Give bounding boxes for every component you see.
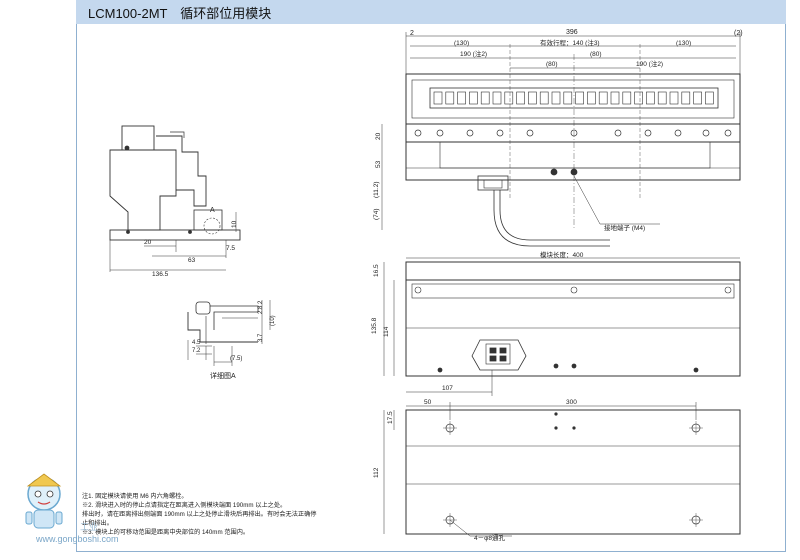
mount-hole <box>724 129 732 137</box>
dim-2-left: 2 <box>410 30 414 37</box>
chain-link <box>457 91 466 105</box>
detail-dim-2: 2 <box>258 300 264 304</box>
note-item: ※3. 模块上的可移动范围是距离中央部位的 140mm 范围内。 <box>82 529 250 536</box>
mount-hole <box>644 129 652 137</box>
dim-50: 50 <box>424 399 432 406</box>
mount-hole <box>674 129 682 137</box>
dim-side-20: 20 <box>144 239 152 246</box>
dim-11-2: (11.2) <box>373 182 380 199</box>
note-item: 止和排出。 <box>82 520 113 527</box>
detail-dim-2-8: 2.8 <box>258 305 264 314</box>
mount-hole <box>702 129 710 137</box>
chain-link <box>598 91 608 105</box>
dim-190-left: 190 (注2) <box>460 49 487 58</box>
chain-link <box>669 91 679 105</box>
dim-80-left: (80) <box>546 61 558 68</box>
note-item: ※2. 滑块进入时的停止点请指定在距离进入侧模块端面 190mm 以上之处。 <box>82 502 287 509</box>
mount-hole <box>414 129 422 137</box>
chain-link <box>575 91 584 105</box>
chain-link <box>705 91 714 105</box>
chain-link <box>563 91 573 105</box>
note-item: 排出时，请在距离排出侧端面 190mm 以上之处停止滑块后再排出。有时会无法正确… <box>82 511 317 518</box>
chain-link <box>657 91 667 105</box>
chain-link <box>445 91 455 105</box>
dim-side-10: 10 <box>231 220 238 228</box>
module-length-label: 模块长度：400 <box>540 250 584 259</box>
chain-link <box>480 91 490 105</box>
dim-300: 300 <box>566 399 577 406</box>
chain-link <box>539 91 549 105</box>
dim-130-left: (130) <box>454 40 469 47</box>
dim-130-right: (130) <box>676 40 691 47</box>
front-view: 2 396 (2) (130) 有效行程：140 (注3) (130) 190 … <box>373 29 743 247</box>
watermark-brand: 工业 <box>80 522 99 532</box>
dim-190-right: 190 (注2) <box>636 59 663 68</box>
dim-112: 112 <box>373 467 380 478</box>
dim-114: 114 <box>383 326 390 337</box>
mount-hole <box>496 129 504 137</box>
dim-side-136-5: 136.5 <box>152 271 169 278</box>
holes-label: 4－φ8通孔 <box>474 533 505 542</box>
dim-74: (74) <box>373 208 380 220</box>
chain-link <box>634 91 643 105</box>
plan-view: 模块长度：400 16.5 135.8 114 107 <box>371 250 741 396</box>
detail-a-view: 4.5 7.2 (7.5) 2 2.8 (10) 3.7 详细图A <box>187 300 276 380</box>
dim-16-5: 16.5 <box>373 264 380 277</box>
dim-side-7-5: 7.5 <box>226 245 235 252</box>
dim-stroke: 有效行程：140 (注3) <box>540 38 600 47</box>
detail-dim-4-5: 4.5 <box>192 340 201 346</box>
chain-link <box>681 91 691 105</box>
dim-53: 53 <box>375 160 382 168</box>
chain-link <box>693 91 702 105</box>
mount-hole <box>466 129 474 137</box>
page-title: LCM100-2MT 循环部位用模块 <box>88 5 272 21</box>
detail-dim-7-2: 7.2 <box>192 348 201 354</box>
detail-a-title: 详细图A <box>210 371 236 380</box>
chain-link <box>587 91 596 105</box>
chain-link <box>492 91 502 105</box>
note-item: 注1. 固定模块请使用 M6 内六角螺栓。 <box>82 493 188 500</box>
dim-side-63: 63 <box>188 257 196 264</box>
dim-80-right-top: (80) <box>590 51 602 58</box>
notes-list: 注1. 固定模块请使用 M6 内六角螺栓。 ※2. 滑块进入时的停止点请指定在距… <box>82 492 382 537</box>
side-view: A 20 63 136.5 7.5 10 <box>109 125 241 278</box>
detail-a-marker: A <box>210 207 215 214</box>
mount-hole <box>526 129 534 137</box>
detail-dim-7-5: (7.5) <box>230 356 242 362</box>
chain-link <box>504 91 514 105</box>
chain-link <box>469 91 478 105</box>
base-view: 50 300 17.5 112 4－φ8通孔 <box>373 399 741 542</box>
detail-dim-3-7: 3.7 <box>258 333 264 342</box>
chain-link <box>528 91 537 105</box>
dim-396: 396 <box>566 29 578 36</box>
mascot-logo <box>25 473 63 529</box>
watermark-site: www.gongboshi.com <box>36 534 119 544</box>
mount-hole <box>570 129 578 137</box>
dim-107: 107 <box>442 385 453 392</box>
chain-link <box>610 91 620 105</box>
mount-hole <box>436 129 444 137</box>
chain-link <box>433 91 443 105</box>
detail-dim-10: (10) <box>270 315 276 326</box>
chain-link <box>551 91 561 105</box>
chain-link <box>622 91 632 105</box>
dim-17-5: 17.5 <box>387 411 394 424</box>
dim-20: 20 <box>375 132 382 140</box>
chain-link <box>516 91 525 105</box>
dim-2-right: (2) <box>734 30 743 37</box>
content-frame <box>76 24 786 552</box>
ground-terminal-label: 接地端子 (M4) <box>604 223 645 232</box>
mount-hole <box>614 129 622 137</box>
page-title-bar: LCM100-2MT 循环部位用模块 <box>76 0 786 24</box>
chain-link <box>646 91 655 105</box>
dim-135-8: 135.8 <box>371 317 378 334</box>
